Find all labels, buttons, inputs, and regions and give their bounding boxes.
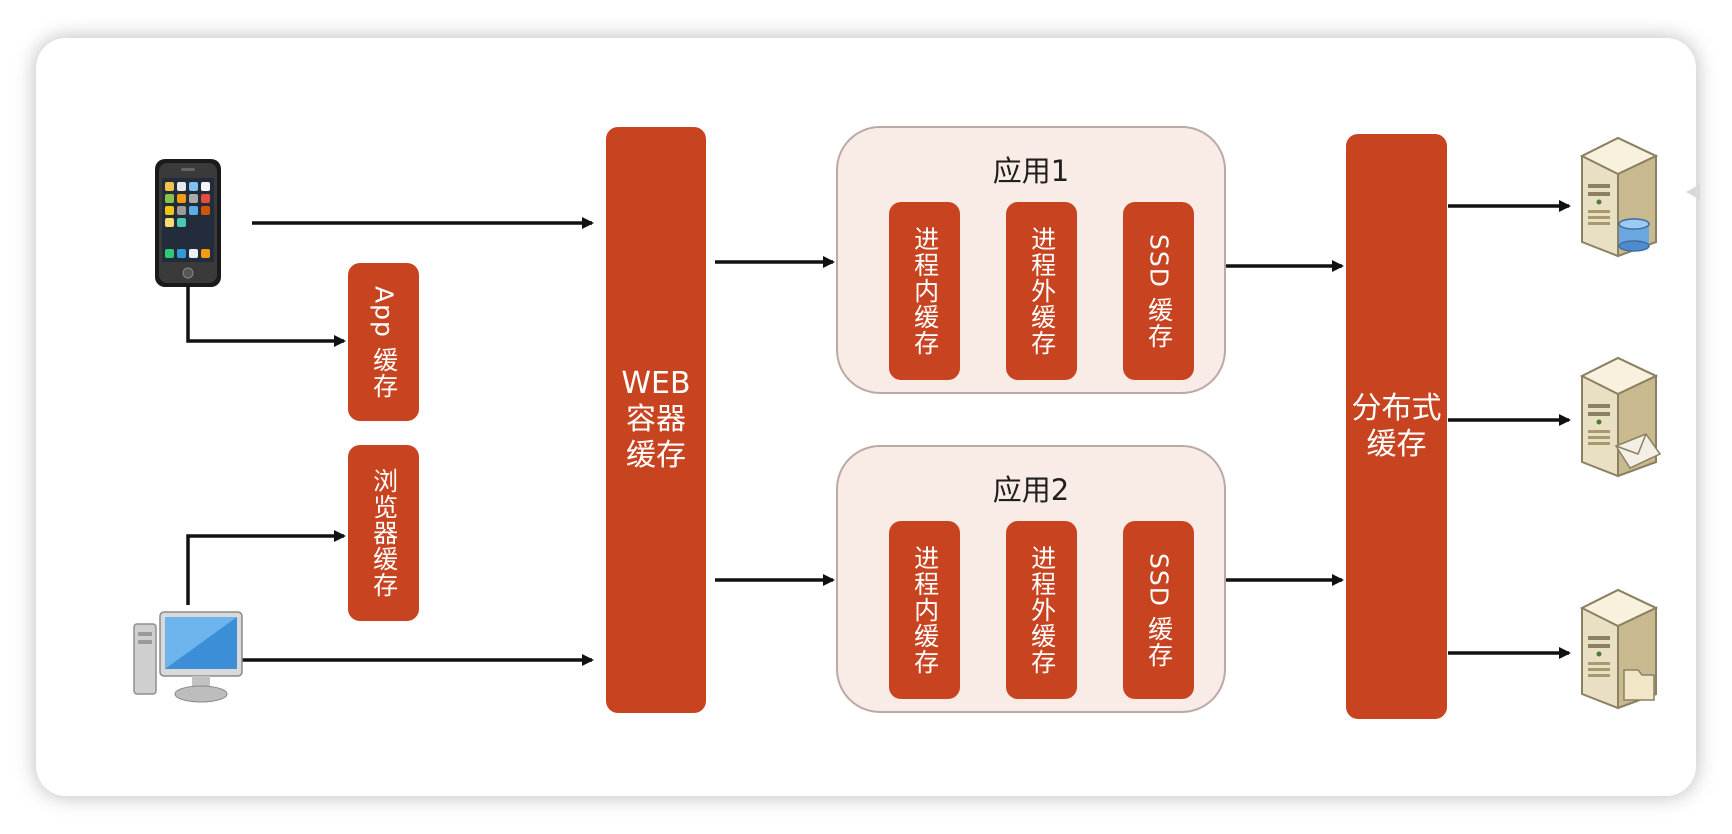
app1-ssd-cache-label: SSD 缓存 bbox=[1144, 233, 1174, 349]
app1-panel: 应用1 进程内缓存 进程外缓存 SSD 缓存 bbox=[836, 126, 1226, 394]
app-cache-box: App 缓存 bbox=[348, 263, 419, 421]
app2-title: 应用2 bbox=[992, 473, 1070, 507]
arrow-phone-to-app-cache bbox=[186, 286, 346, 347]
app1-out-of-process-cache-box: 进程外缓存 bbox=[1006, 202, 1077, 380]
desktop-computer-icon bbox=[133, 611, 243, 703]
distributed-cache-box: 分布式 缓存 bbox=[1346, 134, 1447, 719]
edge-pointer-icon bbox=[1686, 184, 1700, 200]
browser-cache-box: 浏览器缓存 bbox=[348, 445, 419, 621]
app2-ssd-cache-label: SSD 缓存 bbox=[1144, 552, 1174, 668]
app2-panel: 应用2 进程内缓存 进程外缓存 SSD 缓存 bbox=[836, 445, 1226, 713]
browser-cache-label: 浏览器缓存 bbox=[369, 468, 399, 598]
distributed-cache-label: 分布式 缓存 bbox=[1351, 390, 1442, 462]
web-container-cache-label: WEB 容器 缓存 bbox=[621, 366, 691, 473]
app1-out-of-process-cache-label: 进程外缓存 bbox=[1027, 226, 1057, 356]
app1-in-process-cache-label: 进程内缓存 bbox=[910, 226, 940, 356]
web-container-cache-box: WEB 容器 缓存 bbox=[606, 127, 706, 713]
app1-ssd-cache-box: SSD 缓存 bbox=[1123, 202, 1194, 380]
mobile-phone-icon bbox=[155, 159, 221, 287]
file-server-icon bbox=[1579, 588, 1659, 710]
app-cache-label: App 缓存 bbox=[369, 285, 399, 399]
mail-server-icon bbox=[1579, 356, 1662, 478]
database-server-icon bbox=[1579, 136, 1659, 258]
arrow-pc-to-browser-cache bbox=[186, 530, 346, 605]
app1-title: 应用1 bbox=[992, 154, 1070, 188]
app2-ssd-cache-box: SSD 缓存 bbox=[1123, 521, 1194, 699]
app2-out-of-process-cache-label: 进程外缓存 bbox=[1027, 545, 1057, 675]
app2-out-of-process-cache-box: 进程外缓存 bbox=[1006, 521, 1077, 699]
app1-in-process-cache-box: 进程内缓存 bbox=[889, 202, 960, 380]
app2-in-process-cache-label: 进程内缓存 bbox=[910, 545, 940, 675]
app2-in-process-cache-box: 进程内缓存 bbox=[889, 521, 960, 699]
